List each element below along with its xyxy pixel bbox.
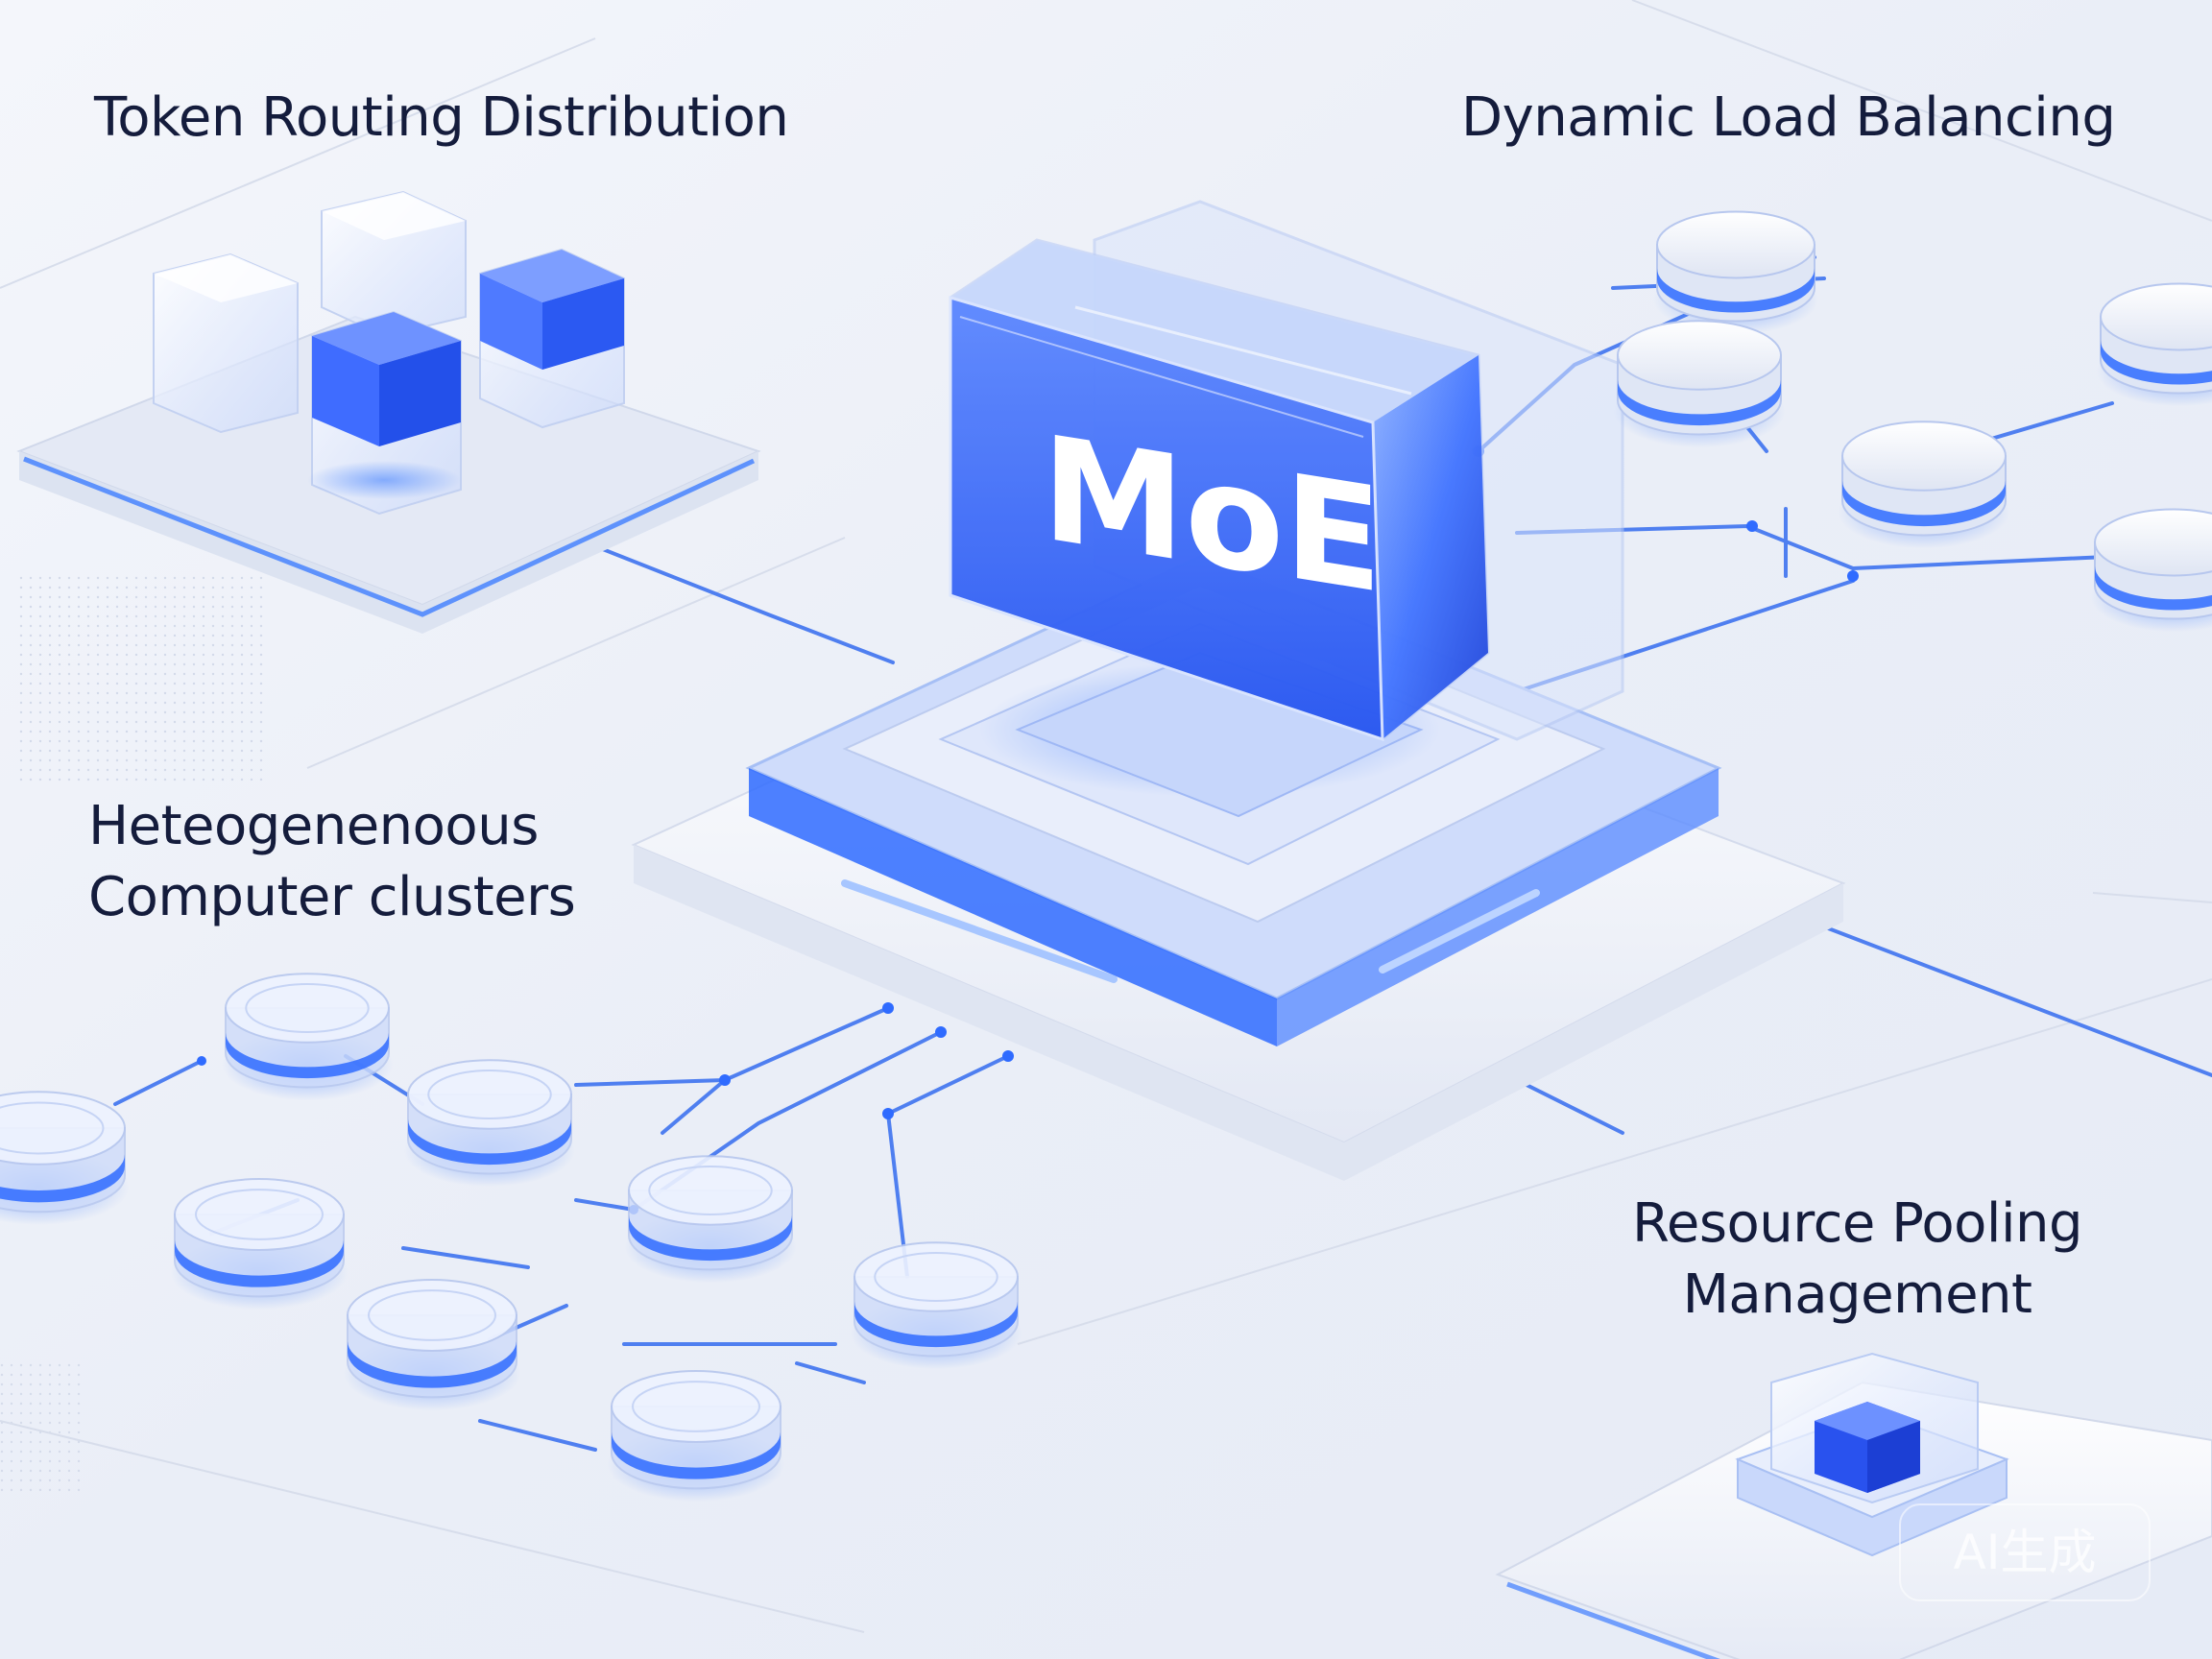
disc-node [624, 1155, 797, 1284]
token-routing-label: Token Routing Distribution [94, 86, 789, 149]
hetero-label-line2: Computer clusters [88, 866, 576, 928]
disc-node [0, 1091, 130, 1226]
disc-node [343, 1279, 521, 1411]
disc-node [2096, 282, 2212, 407]
hetero-label-line1: Heteogenenoous [88, 795, 539, 857]
resource-label-line1: Resource Pooling [1632, 1192, 2083, 1255]
disc-node [2090, 508, 2212, 633]
dot-grid [19, 576, 269, 787]
disc-node [1838, 421, 2010, 549]
disc-node [1652, 210, 1819, 335]
token-cubes [153, 190, 625, 516]
disc-node [607, 1370, 785, 1503]
disc-node [403, 1059, 576, 1188]
load-balancing-nodes [1613, 210, 2212, 633]
moe-platform [631, 555, 1846, 1181]
resource-pooling-label: Resource Pooling Management [1632, 1189, 2083, 1331]
resource-pooling-platform [1495, 1352, 2212, 1659]
cluster-nodes [0, 973, 1022, 1503]
dynamic-load-label: Dynamic Load Balancing [1461, 86, 2116, 149]
resource-label-line2: Management [1682, 1263, 2032, 1326]
hetero-clusters-label: Heteogenenoous Computer clusters [88, 791, 576, 933]
moe-cube: MoE [949, 238, 1490, 742]
disc-node [1613, 320, 1786, 448]
watermark: AI生成 [1899, 1503, 2151, 1601]
disc-node [221, 973, 394, 1101]
disc-node [170, 1178, 349, 1310]
disc-node [850, 1241, 1022, 1370]
